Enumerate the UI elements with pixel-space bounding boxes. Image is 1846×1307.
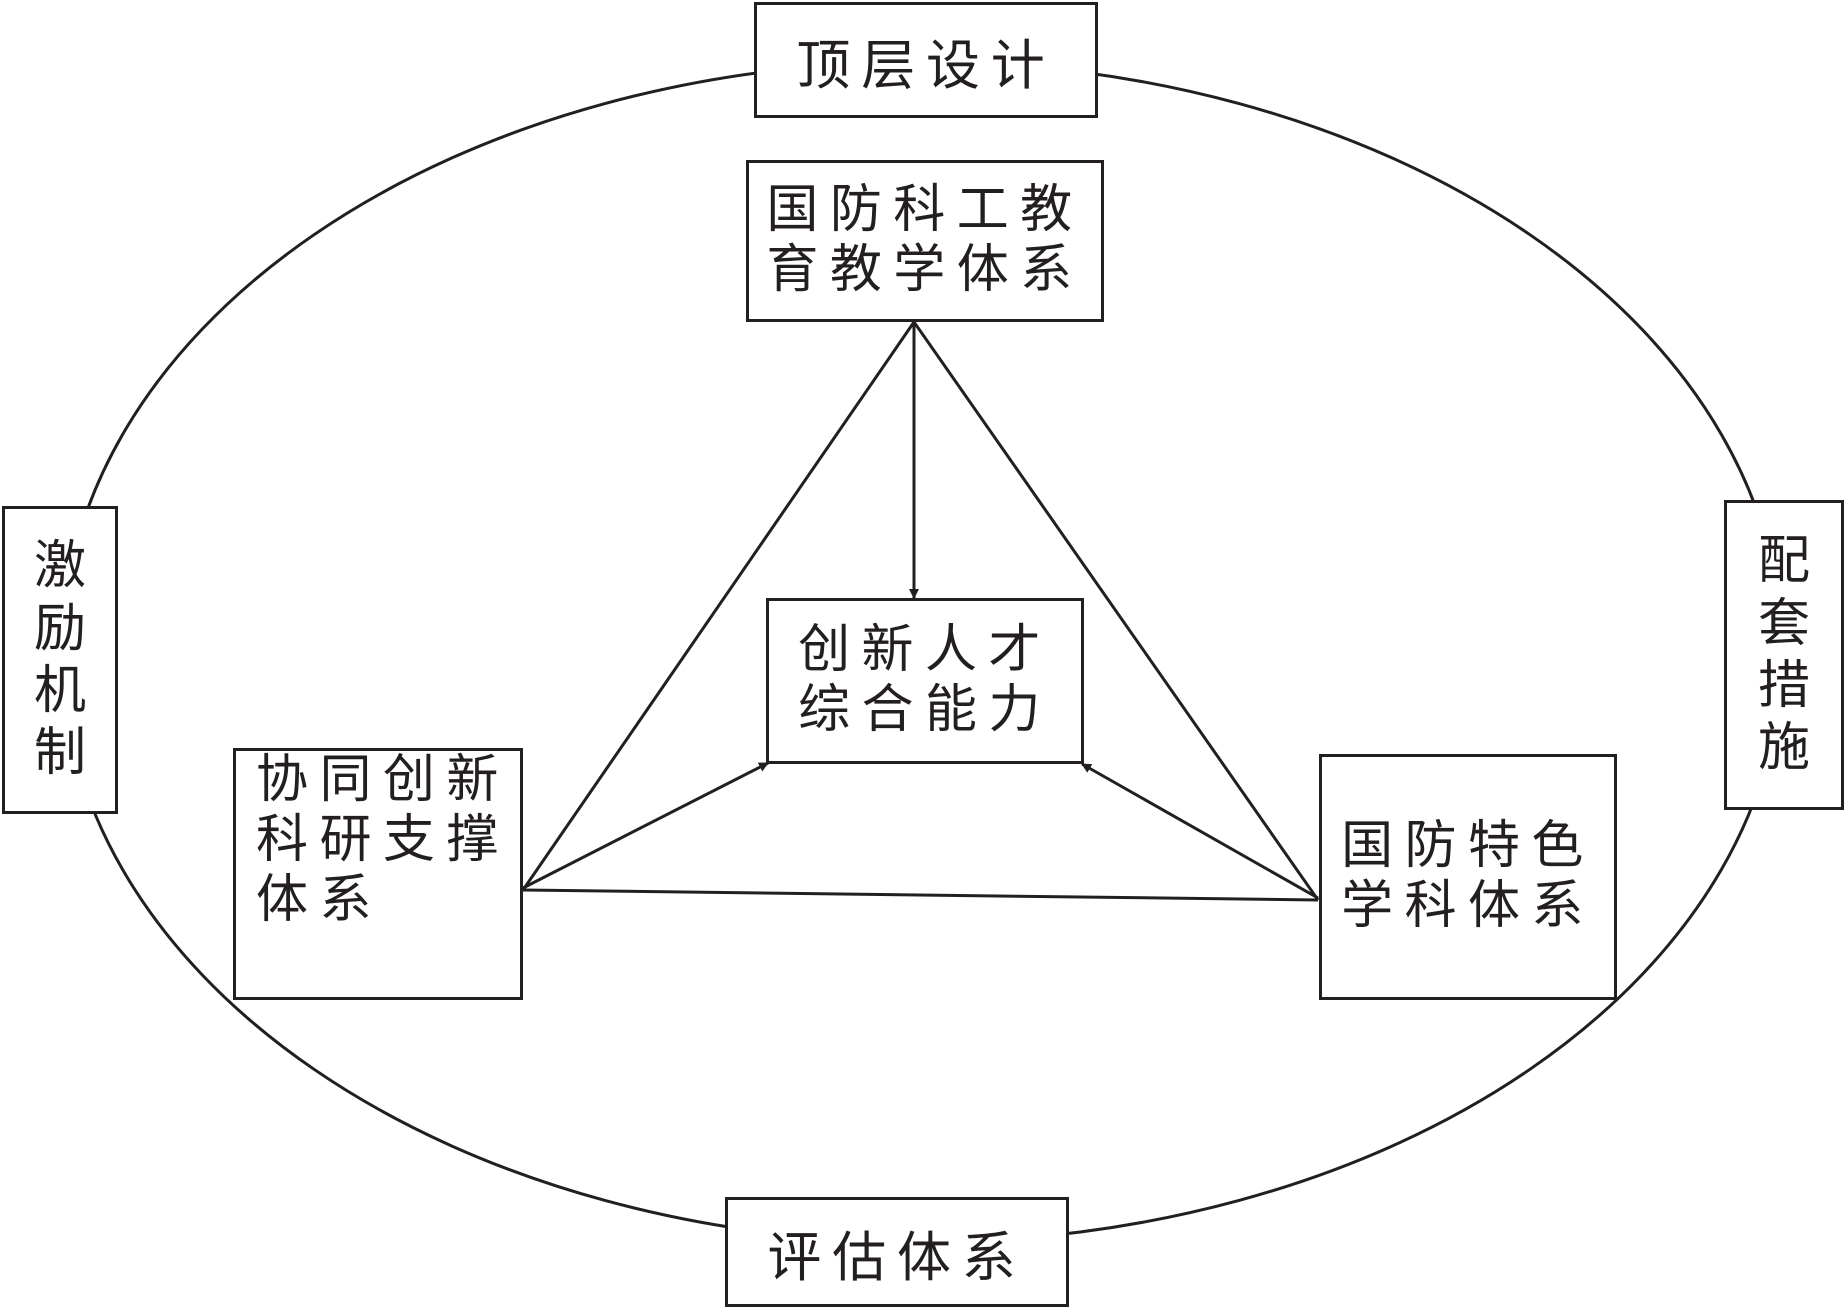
measures-char: 施 [1757,718,1810,779]
arrow-left-to-center [522,761,769,890]
incentive-mechanism-box: 激 励 机 制 [2,506,118,814]
evaluation-system-box: 评估体系 [725,1197,1069,1307]
defense-education-system-box: 国防科工教 育教学体系 [746,160,1104,322]
incentive-char: 励 [33,598,86,659]
collaborative-research-line-2: 科研支撑 [256,809,510,870]
incentive-char: 激 [33,536,86,597]
evaluation-system-label: 评估体系 [767,1225,1027,1289]
top-level-design-box: 顶层设计 [754,2,1098,118]
collaborative-research-line-1: 协同创新 [256,750,510,810]
defense-education-line-2: 育教学体系 [766,240,1084,300]
innovation-talent-line-1: 创新人才 [798,620,1052,681]
edge-top-right [912,321,1320,901]
measures-char: 套 [1757,593,1810,654]
defense-education-line-1: 国防科工教 [766,180,1084,241]
arrow-right-to-center [1081,762,1319,900]
measures-char: 配 [1757,531,1810,592]
innovation-talent-line-2: 综合能力 [798,680,1052,740]
measures-char: 措 [1757,656,1810,716]
collaborative-research-box: 协同创新 科研支撑 体系 [233,748,523,1000]
edge-left-right [522,888,1319,902]
incentive-char: 机 [33,661,86,721]
collaborative-research-line-3: 体系 [256,869,383,930]
defense-discipline-line-2: 学科体系 [1341,876,1595,936]
defense-discipline-box: 国防特色 学科体系 [1319,754,1617,1000]
top-level-design-label: 顶层设计 [796,33,1056,97]
defense-discipline-line-1: 国防特色 [1341,816,1595,877]
edge-top-left [521,321,916,891]
innovation-talent-box: 创新人才 综合能力 [766,598,1084,764]
incentive-char: 制 [33,723,86,784]
supporting-measures-box: 配 套 措 施 [1724,500,1844,810]
